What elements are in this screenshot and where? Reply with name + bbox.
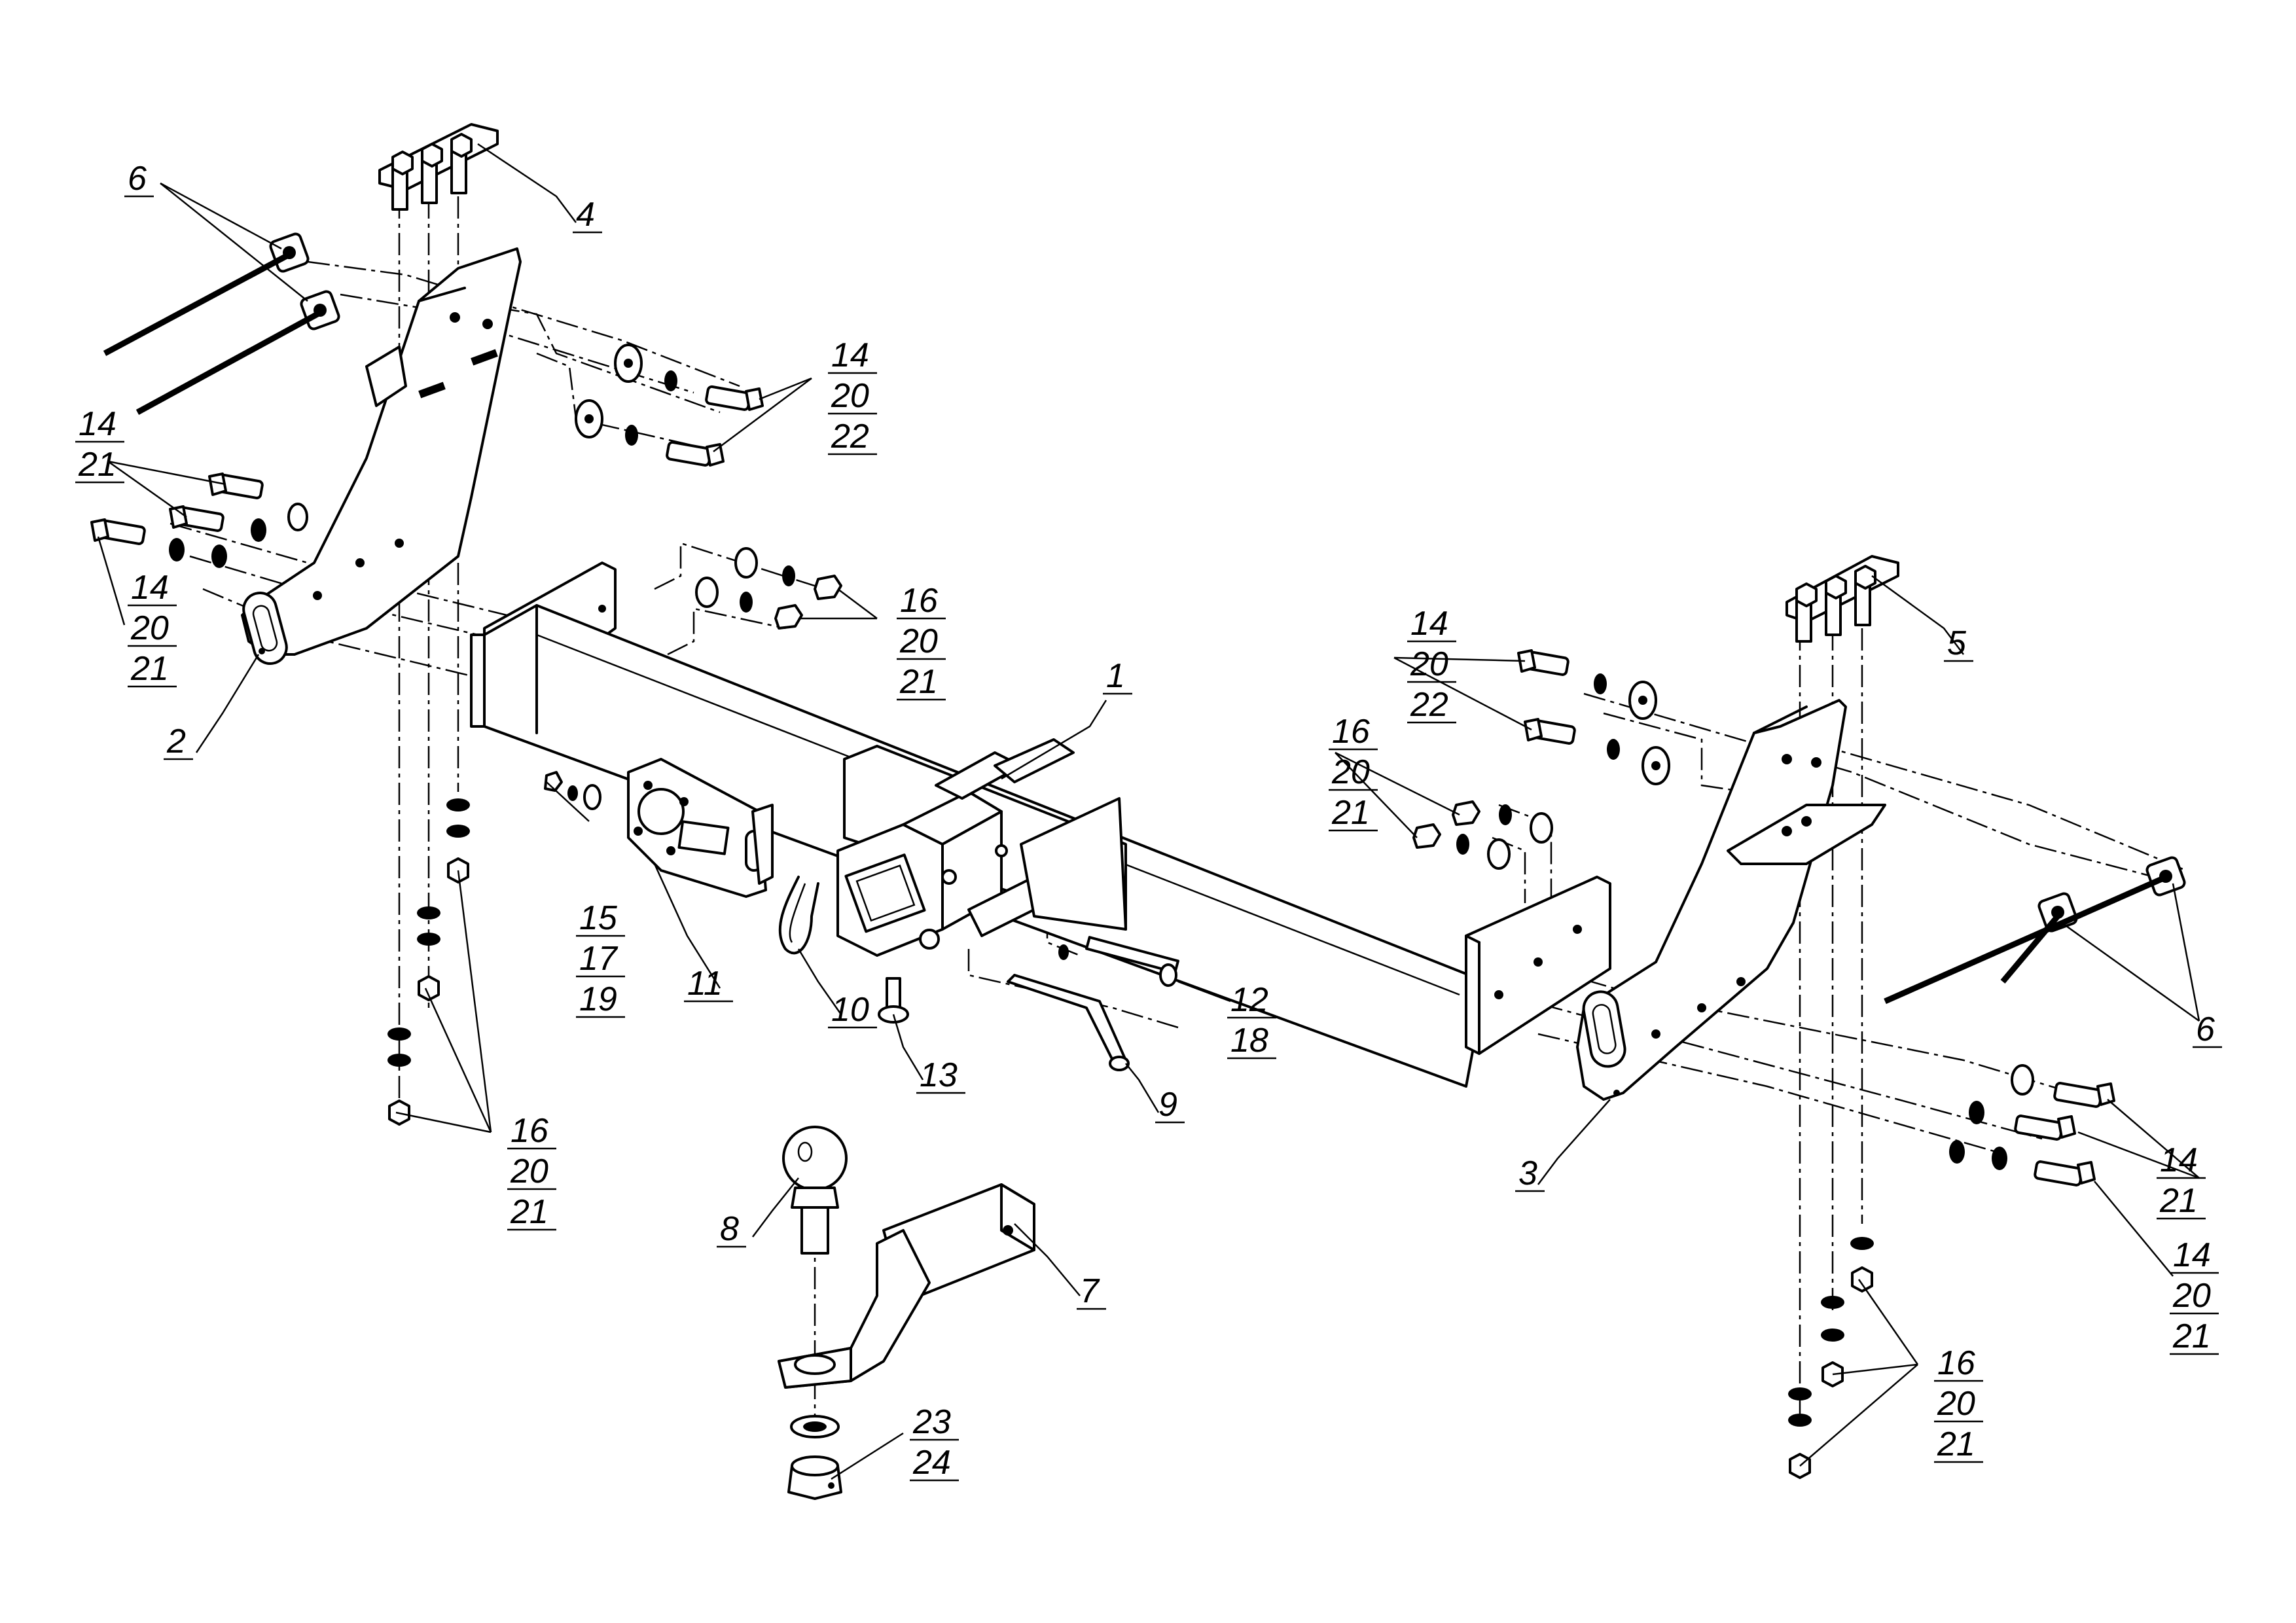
- part-label-l16a-0: 16: [900, 582, 938, 620]
- part-label-l14a-1: 20: [831, 377, 869, 415]
- part-label-l16a-1: 20: [899, 622, 938, 660]
- part-label-l14c-0: 14: [131, 569, 169, 607]
- fasteners: [90, 344, 2115, 1479]
- right-side-bracket: [1576, 699, 1886, 1101]
- part-label-l14f-1: 20: [2172, 1277, 2211, 1315]
- part-label-l14d-1: 20: [1410, 645, 1448, 683]
- part-label-l16d-2: 21: [1937, 1425, 1975, 1463]
- part-label-l14b-1: 21: [78, 446, 117, 484]
- part-label-l6a-0: 6: [128, 160, 147, 198]
- part-label-l16d-0: 16: [1937, 1344, 1975, 1382]
- part-label-l16b-1: 20: [1331, 753, 1370, 791]
- part-label-l12-1: 18: [1230, 1022, 1268, 1060]
- part-label-l23-1: 24: [912, 1444, 951, 1482]
- part-label-l7-0: 7: [1080, 1272, 1100, 1310]
- part-label-l9-0: 9: [1158, 1086, 1177, 1124]
- part-label-l14a-2: 22: [831, 418, 869, 455]
- part-label-l14d-0: 14: [1410, 605, 1448, 643]
- tow-ball: [782, 1126, 848, 1255]
- part-label-l15-2: 19: [579, 980, 617, 1018]
- part-label-l14a-0: 14: [831, 336, 869, 374]
- part-label-l16d-1: 20: [1937, 1385, 1975, 1423]
- part-label-l5-0: 5: [1947, 624, 1967, 662]
- part-label-l14e-0: 14: [2160, 1141, 2198, 1179]
- part-label-l2-0: 2: [166, 722, 186, 760]
- part-label-l23-0: 23: [912, 1403, 951, 1441]
- main-crossbeam: [470, 562, 1611, 1088]
- left-side-bracket: [241, 247, 522, 665]
- mounting-straps: [103, 232, 2186, 1005]
- part-label-l8-0: 8: [720, 1210, 739, 1248]
- part-label-l16c-2: 21: [510, 1193, 548, 1231]
- ball-nut-and-washer: [787, 1415, 842, 1500]
- leader-lines: [97, 143, 2200, 1480]
- part-label-l14b-0: 14: [79, 405, 117, 443]
- part-label-l13-0: 13: [920, 1056, 958, 1094]
- part-label-l15-0: 15: [579, 899, 618, 937]
- hitch-pin: [1058, 936, 1179, 987]
- part-label-l11-0: 11: [687, 965, 723, 1003]
- ball-mount-drawbar: [778, 1183, 1035, 1389]
- part-label-l12-0: 12: [1230, 981, 1268, 1019]
- part-label-l14d-2: 22: [1410, 686, 1448, 724]
- part-label-l6b-0: 6: [2196, 1010, 2215, 1048]
- part-label-l10-0: 10: [831, 991, 869, 1029]
- r-clip: [778, 876, 819, 955]
- part-label-l16a-2: 21: [899, 663, 938, 701]
- part-label-l15-1: 17: [579, 940, 619, 978]
- part-label-l16b-2: 21: [1331, 794, 1370, 832]
- part-label-l1-0: 1: [1106, 657, 1125, 695]
- part-label-l16c-0: 16: [511, 1112, 548, 1150]
- part-label-l14f-0: 14: [2173, 1236, 2211, 1274]
- part-label-l4-0: 4: [576, 196, 595, 234]
- part-label-l14e-1: 21: [2159, 1182, 2198, 1220]
- part-label-l16c-1: 20: [510, 1152, 548, 1190]
- part-label-l14f-2: 21: [2172, 1317, 2211, 1355]
- left-top-clamp-plate: [378, 123, 499, 211]
- part-label-l14c-1: 20: [130, 609, 169, 647]
- socket-mounting-plate: [544, 758, 774, 898]
- l-pin: [1007, 974, 1130, 1071]
- right-top-clamp-plate: [1785, 555, 1899, 643]
- part-label-l3-0: 3: [1518, 1154, 1537, 1192]
- part-label-l14c-2: 21: [130, 650, 169, 688]
- part-label-l16b-0: 16: [1332, 713, 1370, 751]
